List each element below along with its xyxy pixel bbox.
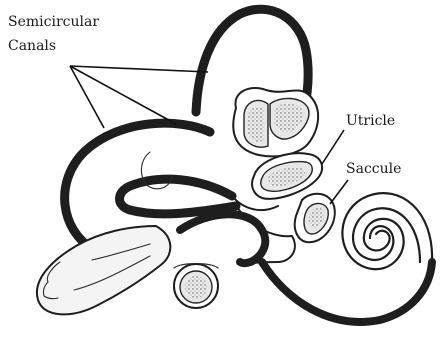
- utricle-pointer: [322, 130, 344, 164]
- label-semicircular-line2: Canals: [8, 38, 56, 54]
- saccule-structure: [295, 194, 335, 242]
- semicircular-pointers: [70, 66, 208, 128]
- utricle-structure: [233, 88, 318, 156]
- endolymphatic-sac: [37, 226, 170, 314]
- label-utricle: Utricle: [346, 113, 395, 129]
- lateral-semicircular-canal: [120, 179, 237, 214]
- label-semicircular-line1: Semicircular: [8, 14, 99, 30]
- saccule-pointer: [330, 180, 348, 204]
- cochlea: [342, 193, 432, 269]
- label-saccule: Saccule: [346, 161, 401, 177]
- utricle-macula: [252, 153, 322, 199]
- round-ampulla: [174, 264, 218, 309]
